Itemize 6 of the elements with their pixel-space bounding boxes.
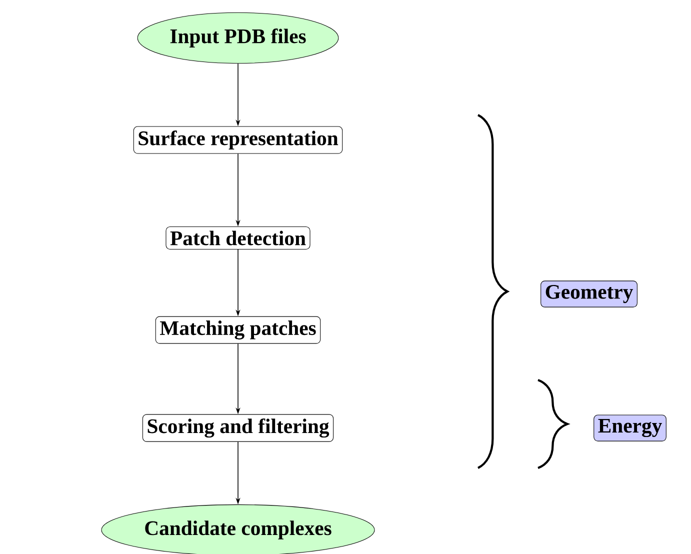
process-box: Patch detection: [166, 226, 310, 250]
process-box: Scoring and filtering: [142, 414, 334, 442]
category-box: Geometry: [540, 280, 638, 308]
category-box: Energy: [594, 414, 666, 442]
process-box: Matching patches: [155, 316, 321, 344]
process-box: Surface representation: [133, 126, 343, 154]
